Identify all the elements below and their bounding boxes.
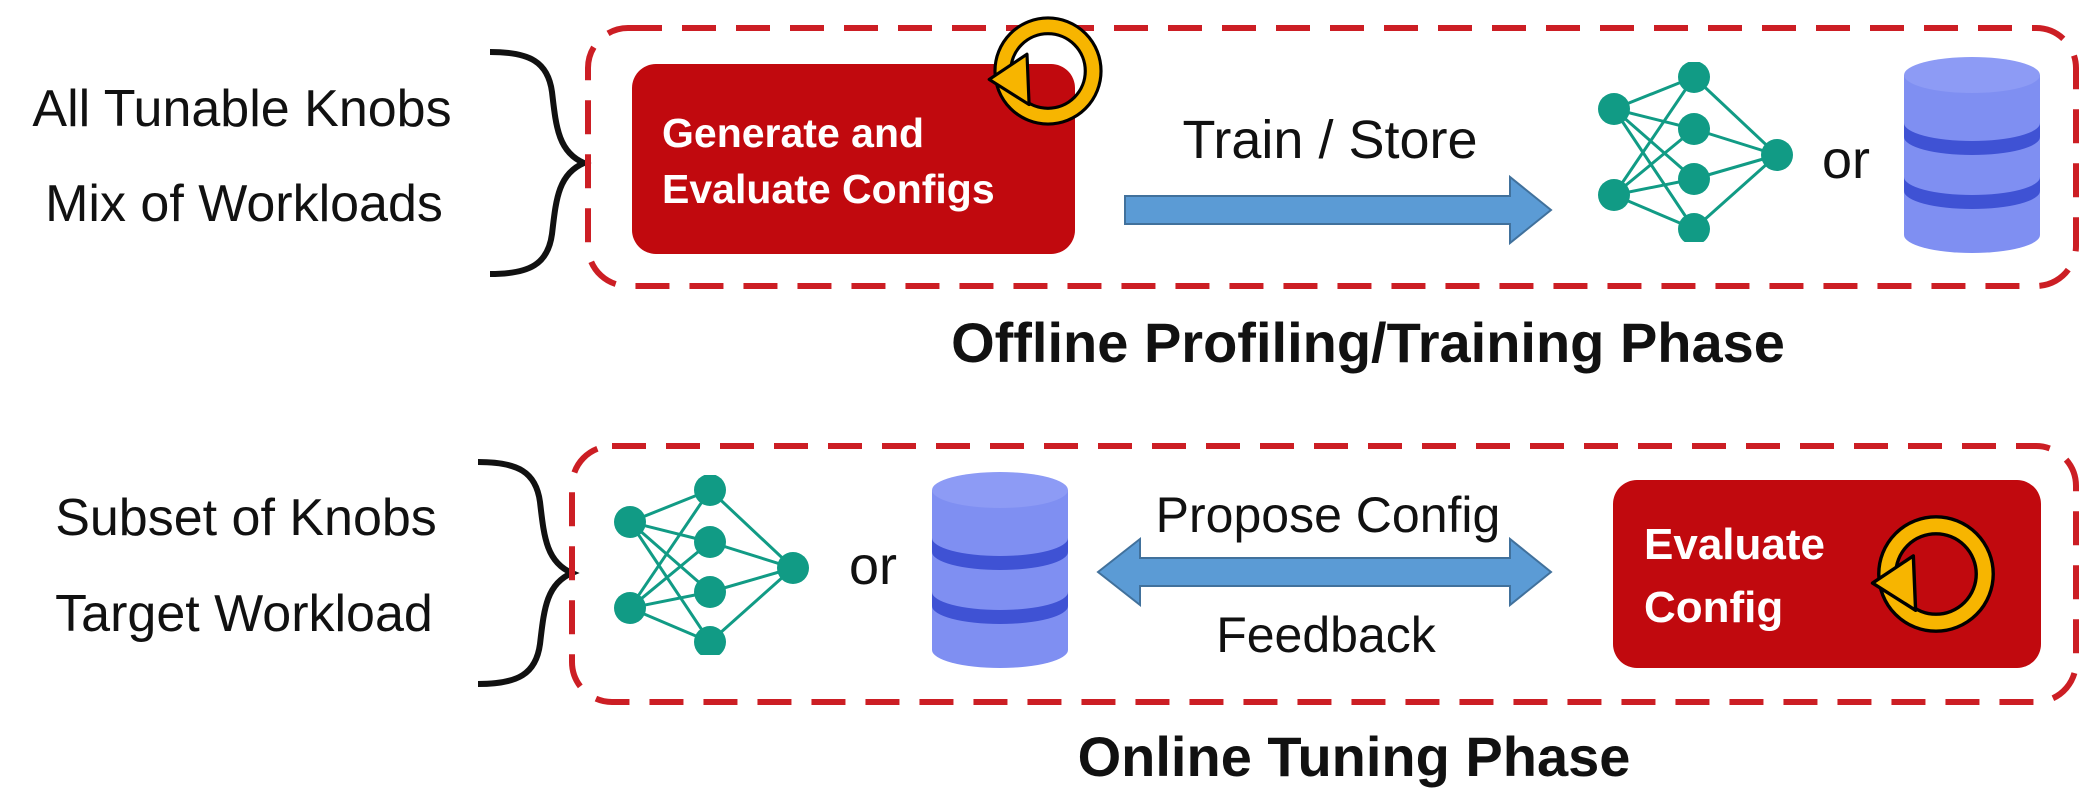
offline-phase-boundary (585, 25, 2079, 289)
evaluate-config-line1: Evaluate (1644, 520, 1825, 569)
train-store-label: Train / Store (1182, 110, 1477, 170)
evaluate-config-line2: Config (1644, 583, 1783, 632)
offline-or-label: or (1822, 130, 1870, 190)
propose-config-label: Propose Config (1156, 487, 1501, 543)
neural-network-icon (612, 475, 810, 655)
offline-input-knobs: All Tunable Knobs (32, 80, 451, 138)
train-store-arrow (1124, 174, 1553, 246)
neural-network-icon (1596, 62, 1794, 242)
online-input-workload: Target Workload (55, 585, 433, 643)
online-or-label: or (849, 536, 897, 596)
database-icon (1904, 57, 2040, 253)
online-input-brace (477, 459, 580, 687)
online-phase-boundary (569, 443, 2079, 705)
feedback-label: Feedback (1216, 607, 1437, 663)
offline-phase-title: Offline Profiling/Training Phase (951, 311, 1785, 374)
generate-evaluate-line2: Evaluate Configs (662, 166, 995, 212)
offline-input-workloads: Mix of Workloads (45, 175, 443, 233)
online-phase-title: Online Tuning Phase (1078, 725, 1631, 788)
database-icon (932, 472, 1068, 668)
propose-feedback-arrow (1096, 536, 1553, 608)
generate-evaluate-box (632, 64, 1075, 254)
generate-evaluate-line1: Generate and (662, 110, 924, 156)
offline-input-brace (489, 49, 592, 277)
online-input-knobs: Subset of Knobs (55, 489, 437, 547)
